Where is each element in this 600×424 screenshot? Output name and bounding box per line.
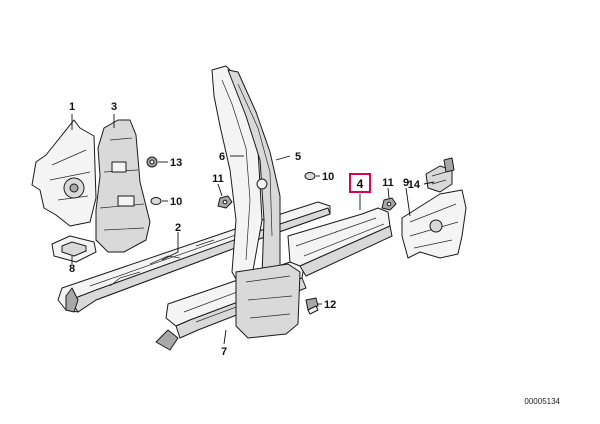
part-12-bolt[interactable] <box>305 297 319 315</box>
callout-2: 2 <box>175 222 181 234</box>
callout-8: 8 <box>69 263 75 275</box>
callout-9: 9 <box>403 177 409 189</box>
callout-4[interactable]: 4 <box>357 177 364 191</box>
part-13-grommet[interactable] <box>146 156 158 168</box>
highlight-box <box>349 173 371 193</box>
part-4-inner-rocker[interactable] <box>287 207 393 277</box>
callout-12: 12 <box>324 299 336 311</box>
callout-11-right: 11 <box>382 177 394 189</box>
b-pillar-base[interactable] <box>235 263 301 339</box>
part-11-fastener-left[interactable] <box>217 195 233 209</box>
leader-lines <box>71 114 435 345</box>
part-14-bracket[interactable] <box>425 157 455 193</box>
part-1-wheelhouse-panel[interactable] <box>31 119 97 227</box>
callout-1: 1 <box>69 101 75 113</box>
part-3-inner-bracket[interactable] <box>95 119 151 253</box>
callout-11-left: 11 <box>212 173 224 185</box>
part-9-closing-panel[interactable] <box>401 189 467 259</box>
callout-13: 13 <box>170 157 182 169</box>
part-10-plug-right[interactable] <box>304 172 316 180</box>
callout-3: 3 <box>111 101 117 113</box>
callout-6: 6 <box>219 151 225 163</box>
part-8-gasket-plate[interactable] <box>51 235 97 263</box>
callout-7: 7 <box>221 346 227 358</box>
callout-14: 14 <box>408 179 421 191</box>
callout-labels: 1 3 13 10 2 8 6 5 11 10 12 7 4 11 9 14 <box>69 101 421 358</box>
part-11-fastener-right[interactable] <box>381 197 397 211</box>
part-10-plug-left[interactable] <box>150 197 162 205</box>
diagram-code: 00005134 <box>524 397 560 406</box>
callout-10-right: 10 <box>322 171 334 183</box>
callout-5: 5 <box>295 151 301 163</box>
callout-10-left: 10 <box>170 196 182 208</box>
